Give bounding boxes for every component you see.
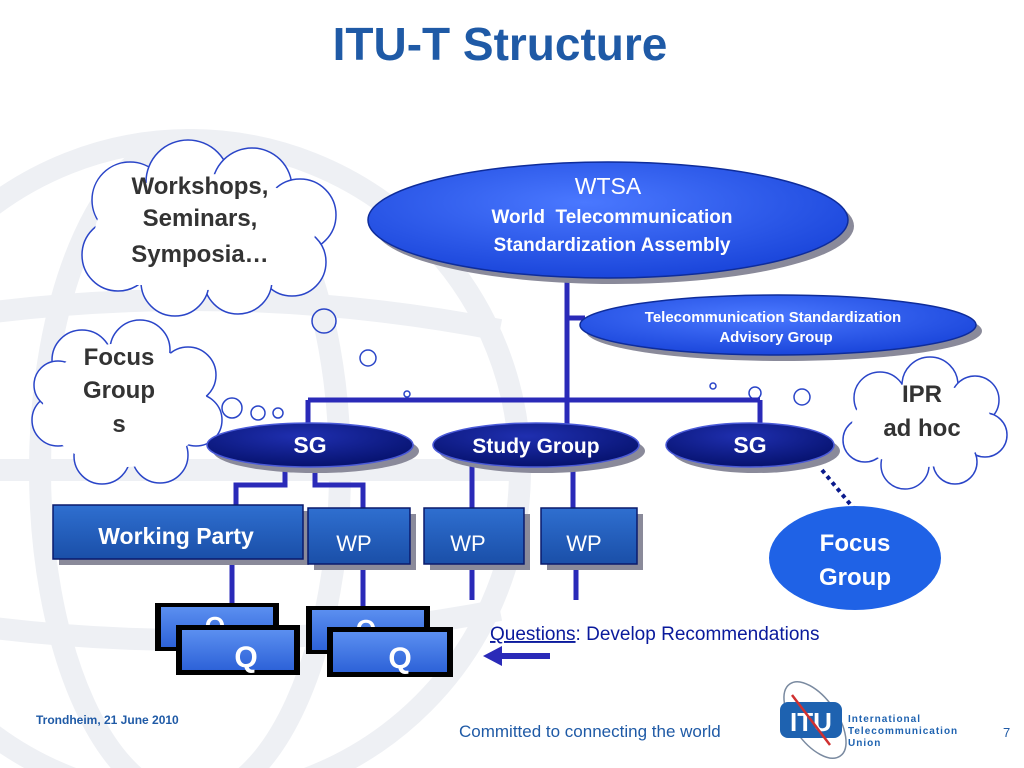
tsag-node[interactable]: Telecommunication Standardization Adviso… [579, 294, 982, 361]
itu-logo-text-1: International [848, 714, 921, 725]
tsag-line-2: Advisory Group [719, 329, 832, 346]
sg-left-label: SG [293, 432, 326, 458]
workshops-line-2: Seminars, [143, 205, 258, 232]
question-node-front-left[interactable]: Q [176, 625, 300, 675]
itu-logo: ITU International Telecommunication Unio… [780, 681, 958, 759]
focus-group-line-2: Group [819, 564, 891, 591]
itu-logo-text-3: Union [848, 738, 881, 749]
working-party-label: Working Party [98, 523, 254, 549]
focus-group-line-1: Focus [820, 530, 891, 557]
footer-tagline: Committed to connecting the world [459, 722, 721, 741]
workshops-line-3: Symposia… [131, 241, 268, 268]
focus-groups-line-2: Group [83, 377, 155, 404]
focus-groups-line-1: Focus [84, 344, 155, 371]
focus-group-node[interactable]: Focus Group [769, 506, 941, 610]
wp-1-label: WP [336, 531, 371, 556]
itu-logo-text-2: Telecommunication [848, 726, 958, 737]
thought-bubbles [221, 308, 811, 421]
left-arrow-icon [483, 646, 550, 666]
org-connectors [229, 280, 763, 608]
sg-node-right[interactable]: SG [665, 422, 840, 473]
workshops-line-1: Workshops, [132, 173, 269, 200]
page-number: 7 [1003, 725, 1010, 740]
wtsa-line-2: Standardization Assembly [494, 235, 731, 256]
wtsa-node[interactable]: WTSA World Telecommunication Standardiza… [367, 161, 854, 284]
wtsa-acronym: WTSA [575, 173, 642, 199]
question-front-left-label: Q [234, 641, 257, 674]
footer-date: Trondheim, 21 June 2010 [36, 713, 179, 727]
question-front-right-label: Q [388, 642, 411, 675]
sg-node-center[interactable]: Study Group [432, 422, 645, 473]
working-party-node[interactable]: Working Party [52, 504, 309, 565]
wp-node-3[interactable]: WP [540, 507, 643, 570]
tsag-line-1: Telecommunication Standardization [645, 309, 901, 326]
wp-node-2[interactable]: WP [423, 507, 530, 570]
sg-node-left[interactable]: SG [206, 422, 419, 473]
sg-center-label: Study Group [472, 435, 599, 458]
sg-right-label: SG [733, 432, 766, 458]
wp-2-label: WP [450, 531, 485, 556]
wtsa-line-1: World Telecommunication [491, 207, 732, 228]
questions-note-rest: : Develop Recommendations [576, 624, 820, 645]
focus-groups-cloud: Focus Group s [31, 319, 223, 485]
question-node-front-right[interactable]: Q [327, 627, 453, 677]
ipr-line-2: ad hoc [883, 415, 960, 442]
questions-note-link[interactable]: Questions [490, 624, 576, 645]
focus-group-dotted-link [820, 468, 857, 512]
ipr-line-1: IPR [902, 381, 942, 408]
focus-groups-line-3: s [112, 411, 125, 438]
ipr-cloud: IPR ad hoc [842, 356, 1008, 490]
workshops-cloud: Workshops, Seminars, Symposia… [81, 139, 337, 317]
slide-title: ITU-T Structure [333, 18, 668, 70]
questions-note: Questions: Develop Recommendations [490, 624, 820, 645]
wp-node-1[interactable]: WP [307, 507, 416, 570]
wp-3-label: WP [566, 531, 601, 556]
